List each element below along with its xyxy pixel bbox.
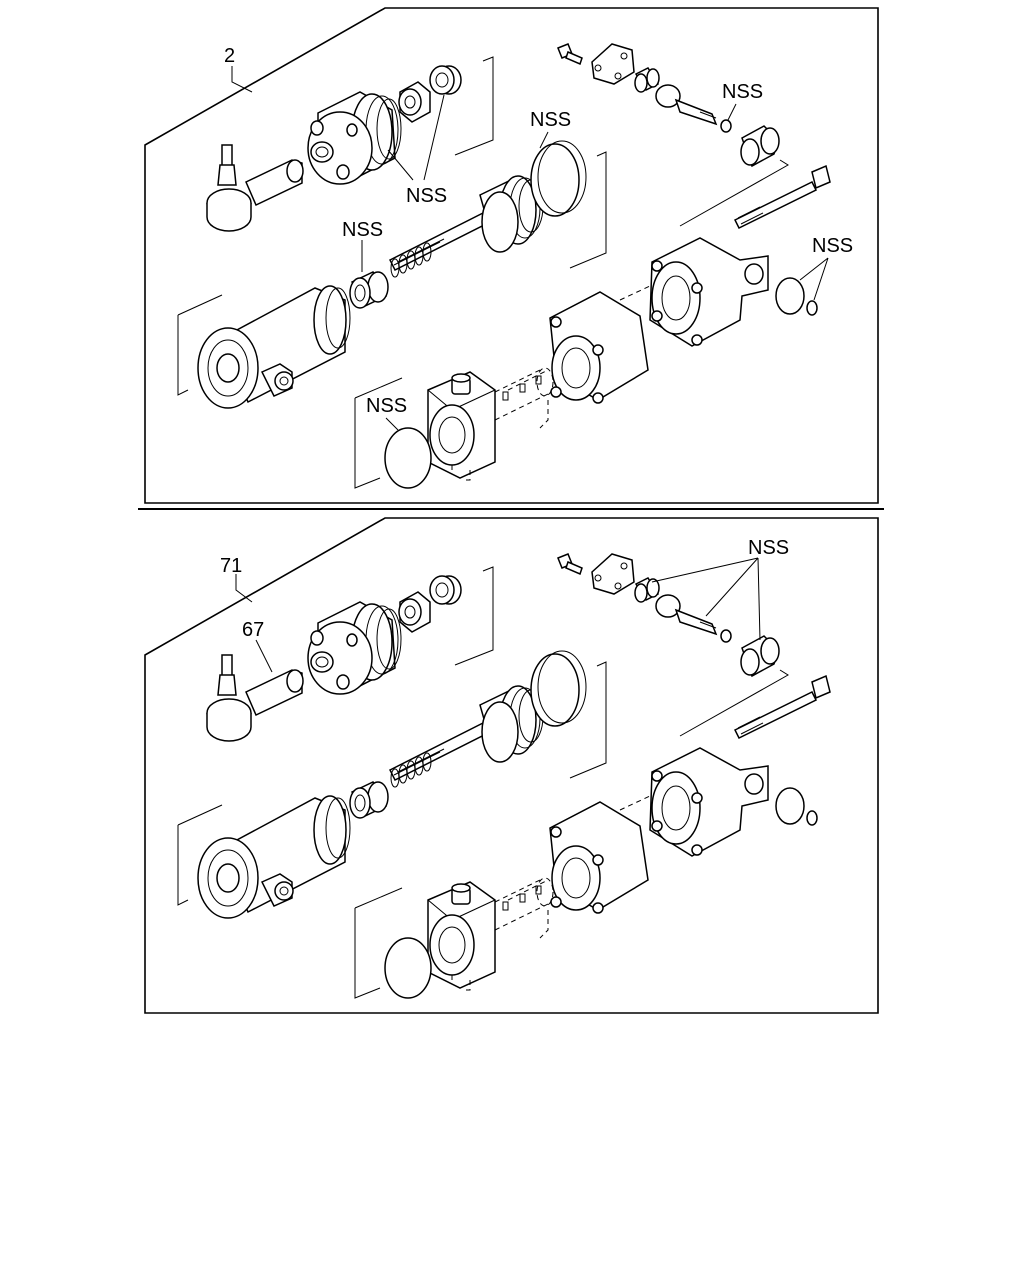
nss-label: NSS <box>342 219 383 241</box>
leader-nss-oring-right <box>799 257 829 301</box>
leader-assembly-2 <box>231 66 253 93</box>
nss-label: NSS <box>812 235 853 257</box>
nss-label: NSS <box>530 109 571 131</box>
nss-label: NSS <box>406 185 447 207</box>
part-callout: 67 <box>242 619 264 641</box>
leader-nss-seal-ring <box>539 131 549 149</box>
assembly-callout: 71 <box>220 555 242 577</box>
panel-1: 2 NSS NSS NSS NSS NSS NSS <box>144 7 879 504</box>
assembly-callout: 2 <box>224 45 235 67</box>
panel-2: 71 67 NSS <box>144 517 879 1014</box>
leader-part-67 <box>255 639 273 673</box>
leader-nss-stem-oring <box>727 103 737 121</box>
nss-label: NSS <box>366 395 407 417</box>
leader-nss-piston <box>387 94 445 181</box>
nss-label: NSS <box>748 537 789 559</box>
leader-nss-oring-left <box>385 417 399 431</box>
leader-assembly-71 <box>235 574 253 603</box>
leader-nss-group <box>651 557 761 641</box>
nss-label: NSS <box>722 81 763 103</box>
